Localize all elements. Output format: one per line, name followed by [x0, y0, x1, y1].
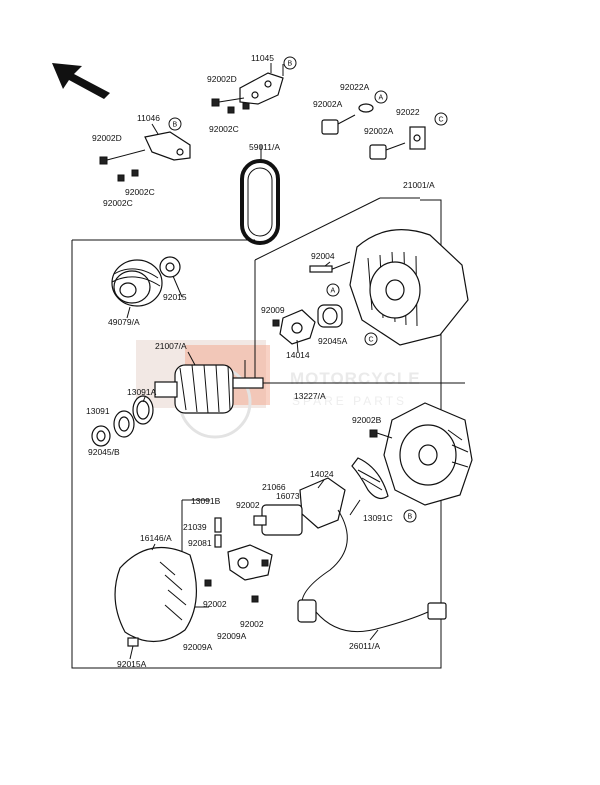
part-labels: 11045 92002D 92002C 11046 92002D 92002C …: [86, 53, 435, 669]
label-21001a: 21001/A: [403, 180, 435, 190]
svg-text:B: B: [173, 122, 178, 129]
watermark-subtitle: SPARE PARTS: [292, 394, 407, 408]
wire-harness: [297, 509, 447, 633]
label-92009a-2: 92009A: [183, 642, 213, 652]
label-13091c: 13091C: [363, 513, 393, 523]
callout-a-housing: A: [326, 283, 340, 297]
bracket-11046: [99, 131, 191, 182]
label-92022a: 92022A: [340, 82, 370, 92]
label-13091a: 13091A: [127, 387, 157, 397]
label-92015a: 92015A: [117, 659, 147, 669]
label-14014: 14014: [286, 350, 310, 360]
direction-arrow-icon: [52, 63, 110, 99]
label-92002a-2: 92002A: [364, 126, 394, 136]
label-21039: 21039: [183, 522, 207, 532]
callout-c-housing: C: [364, 332, 378, 346]
label-11045: 11045: [251, 53, 274, 63]
label-49079a: 49079/A: [108, 317, 140, 327]
end-cover: [114, 546, 198, 647]
label-21007a: 21007/A: [155, 341, 187, 351]
label-16146a: 16146/A: [140, 533, 172, 543]
label-92002d-left: 92002D: [92, 133, 122, 143]
svg-text:C: C: [439, 117, 444, 124]
label-92002a-1: 92002A: [313, 99, 343, 109]
label-16073: 16073: [276, 491, 300, 501]
label-92081: 92081: [188, 538, 212, 548]
label-92002-low-2: 92002: [240, 619, 264, 629]
callout-b-top: B: [283, 56, 297, 70]
label-11046: 11046: [137, 113, 160, 123]
bearing-set-left: [91, 395, 154, 447]
svg-text:C: C: [369, 337, 374, 344]
callout-b-rear: B: [403, 509, 417, 523]
bolt-set-top-right: [321, 103, 426, 160]
callout-a-top: A: [374, 90, 388, 104]
watermark-title: MOTORCYCLE: [290, 369, 421, 388]
bracket-11045: [211, 64, 284, 114]
front-housing: [272, 229, 469, 346]
rotor: [154, 360, 264, 414]
callout-c-top: C: [434, 112, 448, 126]
label-13227a: 13227/A: [294, 391, 326, 401]
label-92002c-left-1: 92002C: [125, 187, 155, 197]
label-92045b: 92045/B: [88, 447, 120, 457]
label-14024: 14024: [310, 469, 334, 479]
label-59011a: 59011/A: [249, 142, 280, 152]
label-92045a: 92045A: [318, 336, 348, 346]
label-92009a-1: 92009A: [217, 631, 247, 641]
svg-text:B: B: [408, 514, 413, 521]
label-92009: 92009: [261, 305, 285, 315]
label-92002c-top: 92002C: [209, 124, 239, 134]
label-13091: 13091: [86, 406, 110, 416]
pulley: [111, 256, 181, 307]
regulator-assembly: [204, 457, 389, 603]
svg-text:B: B: [288, 61, 293, 68]
label-92002b: 92002B: [352, 415, 382, 425]
label-92002d-top: 92002D: [207, 74, 237, 84]
svg-text:A: A: [379, 95, 384, 102]
callout-b-left: B: [168, 117, 182, 131]
drive-belt: [240, 145, 280, 245]
label-92022: 92022: [396, 107, 420, 117]
label-92015: 92015: [163, 292, 187, 302]
leader-lines: [126, 63, 379, 660]
label-92004: 92004: [311, 251, 335, 261]
label-21066: 21066: [262, 482, 286, 492]
rear-housing: [369, 402, 473, 506]
label-13091b: 13091B: [191, 496, 221, 506]
label-92002-mid: 92002: [236, 500, 260, 510]
label-92002c-left-2: 92002C: [103, 198, 133, 208]
label-26011a: 26011/A: [349, 641, 380, 651]
svg-text:A: A: [331, 288, 336, 295]
label-92002-low-1: 92002: [203, 599, 227, 609]
callout-markers: B B A C A C B: [168, 56, 448, 523]
